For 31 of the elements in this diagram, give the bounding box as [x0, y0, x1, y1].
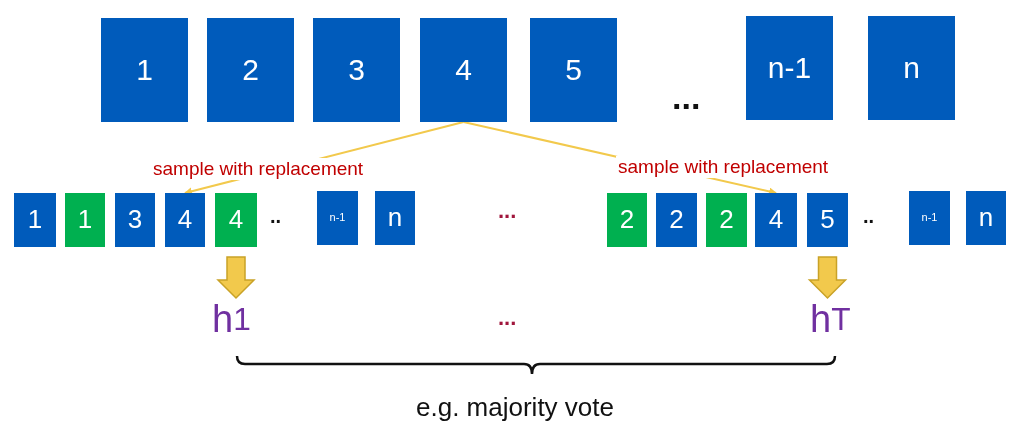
data-box: 1	[101, 18, 188, 122]
data-box: n	[868, 16, 955, 120]
sample-box: n-1	[909, 191, 950, 245]
block-arrow	[216, 256, 256, 300]
sample-box: 1	[14, 193, 56, 247]
ellipsis: ...	[672, 78, 701, 117]
annotation-text: sample with replacement	[151, 158, 366, 180]
caption-text: e.g. majority vote	[416, 392, 614, 423]
sample-box: 4	[215, 193, 257, 247]
sample-box: 2	[656, 193, 697, 247]
data-box: 5	[530, 18, 617, 122]
sample-box: 4	[755, 193, 797, 247]
sample-box: n	[375, 191, 415, 245]
data-box: 2	[207, 18, 294, 122]
sample-box: 1	[65, 193, 105, 247]
sample-box: 2	[607, 193, 647, 247]
ellipsis: ...	[498, 198, 517, 224]
sample-box: n-1	[317, 191, 358, 245]
block-arrow	[807, 256, 848, 300]
sample-box: n	[966, 191, 1006, 245]
data-box: 3	[313, 18, 400, 122]
sample-box: 3	[115, 193, 155, 247]
ellipsis: ..	[270, 205, 282, 228]
sample-box: 2	[706, 193, 747, 247]
data-box: n-1	[746, 16, 833, 120]
data-box: 4	[420, 18, 507, 122]
annotation-text: sample with replacement	[616, 156, 831, 178]
ellipsis: ...	[498, 305, 517, 331]
sample-box: 4	[165, 193, 205, 247]
sample-box: 5	[807, 193, 848, 247]
ellipsis: ..	[863, 205, 875, 228]
